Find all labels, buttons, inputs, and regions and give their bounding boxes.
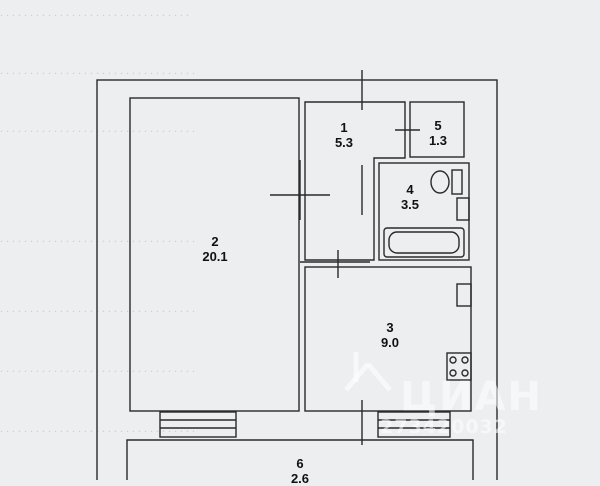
room-1-outline <box>304 101 406 261</box>
room-number: 3 <box>386 320 394 335</box>
bathtub <box>383 227 465 258</box>
room-6-outline <box>126 439 474 480</box>
window <box>377 411 451 438</box>
room-label-2: 2 20.1 <box>190 234 240 264</box>
room-label-4: 4 3.5 <box>386 182 434 212</box>
sink <box>456 197 470 221</box>
background-text-line: . . . . . . . . . . . . . . . . . . . . … <box>0 63 195 77</box>
room-label-1: 1 5.3 <box>320 120 368 150</box>
room-number: 2 <box>211 234 219 249</box>
room-area: 9.0 <box>380 335 400 350</box>
room-area: 3.5 <box>400 197 420 212</box>
room-number: 1 <box>340 120 348 135</box>
background-text-line: . . . . . . . . . . . . . . . . . . . . … <box>0 5 189 19</box>
window <box>159 411 237 438</box>
stove-burner <box>449 356 457 364</box>
cian-watermark: ЦИАН 273420032 <box>338 336 578 446</box>
room-area: 20.1 <box>202 249 228 264</box>
room-3-outline <box>304 266 472 412</box>
room-area: 1.3 <box>428 133 448 148</box>
bathtub-inner <box>388 231 460 254</box>
room-number: 5 <box>434 118 442 133</box>
toilet-tank <box>451 169 463 195</box>
room-label-5: 5 1.3 <box>414 118 462 148</box>
room-label-6: 6 2.6 <box>276 456 324 486</box>
stove-burner <box>461 369 469 377</box>
kitchen-sink <box>456 283 472 307</box>
room-2-outline <box>129 97 300 412</box>
room-number: 4 <box>406 182 414 197</box>
room-number: 6 <box>296 456 304 471</box>
room-label-3: 3 9.0 <box>366 320 414 350</box>
cian-logo-icon <box>344 352 392 392</box>
watermark-brand: ЦИАН <box>400 374 544 420</box>
room-area: 2.6 <box>290 471 310 486</box>
toilet-bowl <box>430 170 450 194</box>
outer-wall <box>96 79 498 480</box>
stove-burner <box>449 369 457 377</box>
room-area: 5.3 <box>334 135 354 150</box>
watermark-listing-id: 273420032 <box>380 416 508 438</box>
stove <box>446 352 472 381</box>
stove-burner <box>461 356 469 364</box>
